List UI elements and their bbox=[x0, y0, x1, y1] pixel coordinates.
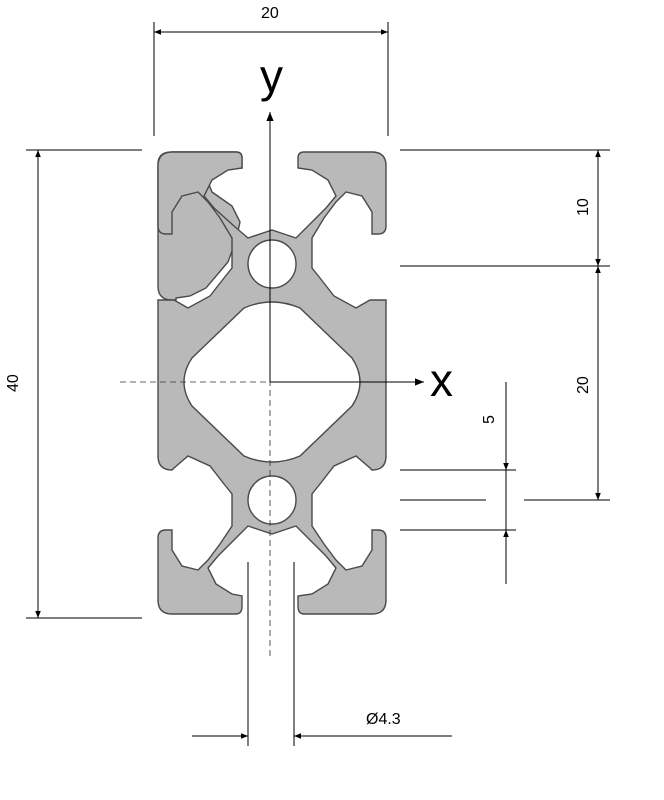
dimension-bore-diameter: Ø4.3 bbox=[192, 562, 452, 746]
lower-bore bbox=[247, 475, 297, 525]
dimension-right-lower-label: 20 bbox=[575, 376, 592, 394]
dimension-bore-label: Ø4.3 bbox=[366, 711, 401, 728]
y-axis-label: y bbox=[260, 50, 283, 102]
dimension-slot-label: 5 bbox=[481, 415, 498, 424]
dimension-right-upper-label: 10 bbox=[575, 198, 592, 216]
dimension-slot: 5 bbox=[400, 382, 516, 584]
profile-section bbox=[157, 150, 387, 616]
dimension-top-label: 20 bbox=[261, 5, 279, 22]
upper-bore bbox=[247, 239, 297, 289]
x-axis-label: x bbox=[430, 354, 453, 406]
dimension-top-width: 20 bbox=[153, 5, 389, 136]
dimension-total-height: 40 bbox=[5, 149, 142, 619]
dimension-right: 10 20 bbox=[400, 149, 610, 501]
dimension-height-label: 40 bbox=[5, 374, 22, 392]
